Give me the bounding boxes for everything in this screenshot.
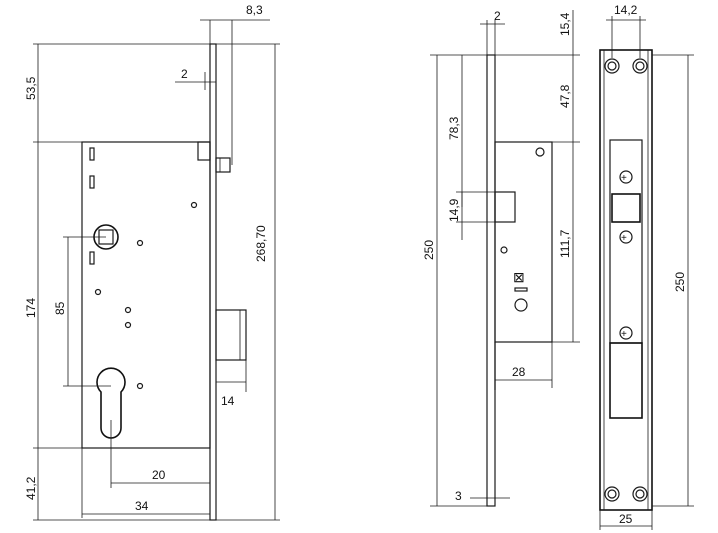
dim-side-backset-total: 34 — [135, 499, 149, 513]
front-screw-hole — [632, 58, 648, 74]
dim-side-front-plate: 8,3 — [246, 3, 263, 17]
dim-front-hole-spacing: 14,2 — [614, 3, 638, 17]
front-view: + + + 14,2 250 25 — [599, 3, 694, 530]
front-screw-hole — [635, 489, 645, 499]
front-screw-cross: + — [621, 329, 627, 340]
case-hole — [136, 382, 144, 390]
dim-side-handle-cylinder: 85 — [53, 301, 67, 315]
mid-label-bar — [514, 287, 528, 292]
mid-latch — [494, 191, 516, 223]
dim-mid-plate-height: 250 — [422, 240, 436, 260]
dim-front-plate-width: 25 — [619, 512, 633, 526]
dim-mid-bottom-thickness: 3 — [455, 489, 462, 503]
front-screw-hole — [607, 61, 617, 71]
mid-plate — [486, 54, 496, 507]
front-screw-hole — [635, 61, 645, 71]
front-screw-hole — [604, 486, 620, 502]
case-hole — [124, 306, 132, 314]
mid-disposal-mark: ⊠ — [513, 269, 525, 285]
dim-side-case-height: 174 — [24, 298, 38, 318]
case-hole — [190, 201, 198, 209]
dim-mid-plate-thickness: 2 — [494, 9, 501, 23]
dim-side-latch-depth: 14 — [221, 394, 235, 408]
latch-bolt — [215, 157, 231, 173]
deadbolt — [215, 309, 247, 361]
case-slot — [89, 147, 95, 161]
case-slot — [89, 175, 95, 189]
dim-mid-case-height: 111,7 — [558, 229, 572, 258]
side-faceplate — [209, 43, 217, 521]
front-screw-hole — [604, 58, 620, 74]
dim-mid-latch-height: 14,9 — [447, 198, 461, 222]
front-screw-hole — [607, 489, 617, 499]
case-hole — [94, 288, 102, 296]
dim-side-bottom-offset: 41,2 — [24, 476, 38, 500]
dim-mid-plate-to-latch: 78,3 — [447, 116, 461, 140]
dim-mid-plate-to-case: 47,8 — [558, 84, 572, 108]
front-screw — [619, 170, 633, 184]
case-hole — [124, 321, 132, 329]
front-screw-cross: + — [621, 173, 627, 184]
case-top-notch — [197, 141, 211, 161]
dim-side-overall-height: 268,70 — [254, 225, 268, 262]
side-view: 8,3 2 53,5 268,70 174 85 41,2 14 20 34 — [24, 3, 280, 521]
lock-case-body — [81, 141, 211, 449]
mid-ce-mark — [514, 298, 528, 312]
dim-front-plate-height: 250 — [673, 272, 687, 292]
front-screw — [619, 326, 633, 340]
dim-mid-case-width: 28 — [512, 365, 526, 379]
mid-case — [494, 141, 553, 343]
dim-side-top-offset: 53,5 — [24, 76, 38, 100]
cylinder-cutout — [96, 367, 126, 439]
front-plate — [599, 49, 653, 511]
mid-hole — [500, 246, 508, 254]
mid-hole — [535, 147, 545, 157]
case-hole — [136, 239, 144, 247]
front-screw — [619, 230, 633, 244]
front-latch-opening — [611, 193, 641, 223]
front-deadbolt-opening — [609, 342, 643, 419]
front-screw-cross: + — [621, 233, 627, 244]
case-slot — [89, 251, 95, 265]
front-screw-hole — [632, 486, 648, 502]
dim-side-backset-cylinder: 20 — [152, 468, 166, 482]
middle-view: ⊠ 2 15,4 47,8 78,3 250 14,9 111,7 28 3 — [422, 9, 580, 507]
dim-side-plate-offset: 2 — [181, 67, 188, 81]
dim-mid-top-gap: 15,4 — [558, 12, 572, 36]
